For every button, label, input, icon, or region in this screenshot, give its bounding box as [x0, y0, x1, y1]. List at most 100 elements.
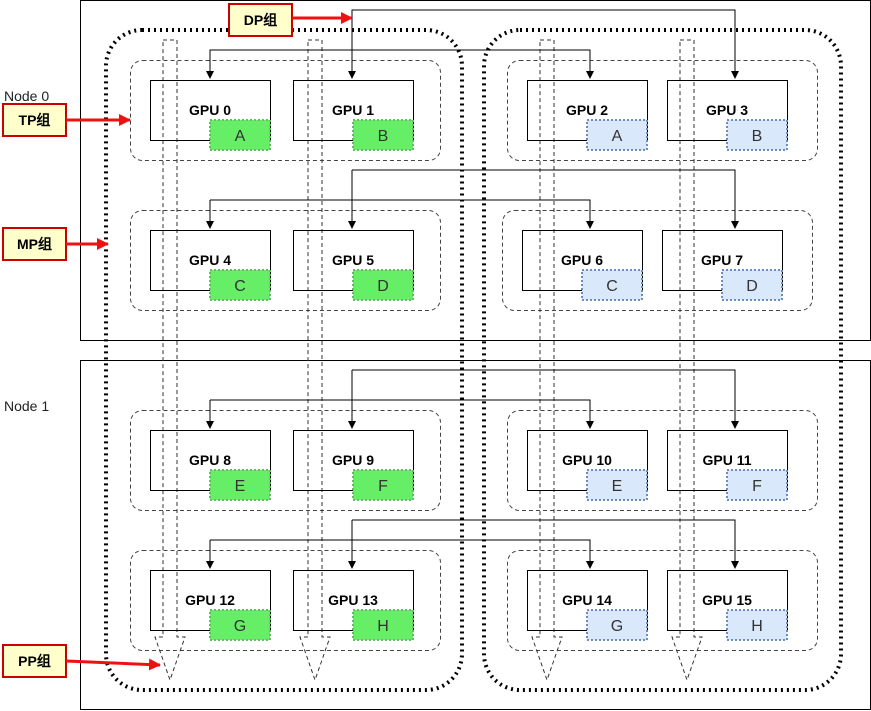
dp-link — [209, 49, 594, 79]
shard-label: E — [612, 478, 623, 495]
tp-group — [130, 60, 441, 161]
shard-label: H — [751, 618, 763, 635]
gpu-box: GPU 3B — [667, 80, 788, 151]
gpu-label: GPU 11 — [702, 452, 751, 468]
tp-group — [130, 550, 441, 651]
pipeline-arrow — [154, 39, 186, 682]
tag-dp-label: DP组 — [244, 12, 277, 28]
shard-label: A — [612, 128, 623, 145]
pipeline-arrow — [299, 39, 331, 682]
shard-chip — [209, 609, 271, 641]
shard-chip — [209, 469, 271, 501]
tag-dp: DP组 — [228, 3, 353, 37]
shard-label: D — [377, 278, 389, 295]
gpu-box: GPU 9F — [293, 430, 414, 501]
gpu-label: GPU 12 — [185, 592, 235, 608]
shard-label: D — [746, 278, 758, 295]
gpu-label: GPU 8 — [189, 452, 231, 468]
tag-mp: MP组 — [2, 227, 109, 261]
tag-pp: PP组 — [2, 644, 161, 678]
shard-label: C — [606, 278, 618, 295]
gpu-label: GPU 10 — [562, 452, 612, 468]
tag-pp-label: PP组 — [18, 653, 51, 669]
tp-groups — [130, 60, 818, 651]
gpu-box: GPU 13 H — [293, 570, 414, 641]
gpu-label: GPU 3 — [706, 102, 748, 118]
dp-connectors — [206, 9, 739, 569]
pipeline-arrows — [154, 39, 703, 682]
shard-chip — [209, 269, 271, 301]
gpu-label: GPU 0 — [189, 102, 231, 118]
pp-group-right — [482, 28, 843, 692]
gpu-label: GPU 13 — [328, 592, 378, 608]
tp-group — [507, 410, 818, 511]
shard-chip — [581, 269, 643, 301]
dp-link — [351, 9, 739, 79]
shard-label: G — [611, 618, 623, 635]
gpu-box: GPU 7D — [662, 230, 783, 301]
shard-chip — [726, 119, 788, 151]
tag-tp-label: TP组 — [19, 112, 51, 128]
gpu-label: GPU 14 — [562, 592, 612, 608]
shard-label: H — [377, 618, 389, 635]
tag-pp-box — [2, 644, 67, 678]
gpu-box: GPU 8E — [150, 430, 271, 501]
tag-pp-arrow — [65, 658, 161, 671]
pp-groups — [104, 28, 843, 692]
gpu-box: GPU 14 G — [527, 570, 648, 641]
gpu-label: GPU 4 — [189, 252, 231, 268]
gpu-box: GPU 0A — [150, 80, 271, 151]
gpu-box: GPU 2A — [527, 80, 648, 151]
gpu-label: GPU 5 — [332, 252, 374, 268]
dp-link — [352, 169, 739, 229]
dp-link — [210, 199, 594, 229]
gpu-box: GPU 11F — [667, 430, 788, 501]
pipeline-arrow — [531, 39, 563, 682]
tag-mp-box — [2, 227, 67, 261]
shard-label: B — [378, 128, 389, 145]
shard-chip — [726, 609, 788, 641]
node-0-label: Node 0 — [4, 88, 49, 104]
shard-chip — [352, 119, 414, 151]
gpu-label: GPU 1 — [332, 102, 374, 118]
shard-label: B — [752, 128, 763, 145]
tag-tp: TP组 — [2, 103, 131, 137]
shard-chip — [586, 609, 648, 641]
tp-group — [507, 550, 818, 651]
shard-label: G — [234, 618, 246, 635]
node-1-frame — [80, 360, 871, 710]
gpu-box: GPU 12 G — [150, 570, 271, 641]
shard-chip — [726, 469, 788, 501]
tp-group — [507, 60, 818, 161]
shard-chip — [352, 269, 414, 301]
shard-label: F — [752, 478, 762, 495]
shard-chip — [721, 269, 783, 301]
shard-chip — [352, 469, 414, 501]
dp-link — [210, 539, 594, 569]
dp-link — [352, 519, 739, 569]
dp-link — [352, 369, 739, 429]
gpu-label: GPU 2 — [566, 102, 608, 118]
shard-chip — [586, 119, 648, 151]
tp-group — [502, 210, 813, 311]
gpu-label: GPU 7 — [701, 252, 743, 268]
shard-chip — [209, 119, 271, 151]
shard-label: A — [235, 128, 246, 145]
tp-group — [130, 410, 441, 511]
tp-group — [130, 210, 441, 311]
gpu-label: GPU 15 — [702, 592, 752, 608]
gpu-label: GPU 9 — [332, 452, 374, 468]
gpu-box: GPU 6C — [522, 230, 643, 301]
shard-label: F — [378, 478, 388, 495]
gpu-box: GPU 10E — [527, 430, 648, 501]
shard-chip — [352, 609, 414, 641]
gpu-label: GPU 6 — [561, 252, 603, 268]
tag-mp-label: MP组 — [17, 236, 52, 252]
gpu-box: GPU 5D — [293, 230, 414, 301]
node-1-label: Node 1 — [4, 398, 49, 414]
dp-link — [210, 399, 594, 429]
gpu-box: GPU 1B — [293, 80, 414, 151]
gpu-box: GPU 15 H — [667, 570, 788, 641]
